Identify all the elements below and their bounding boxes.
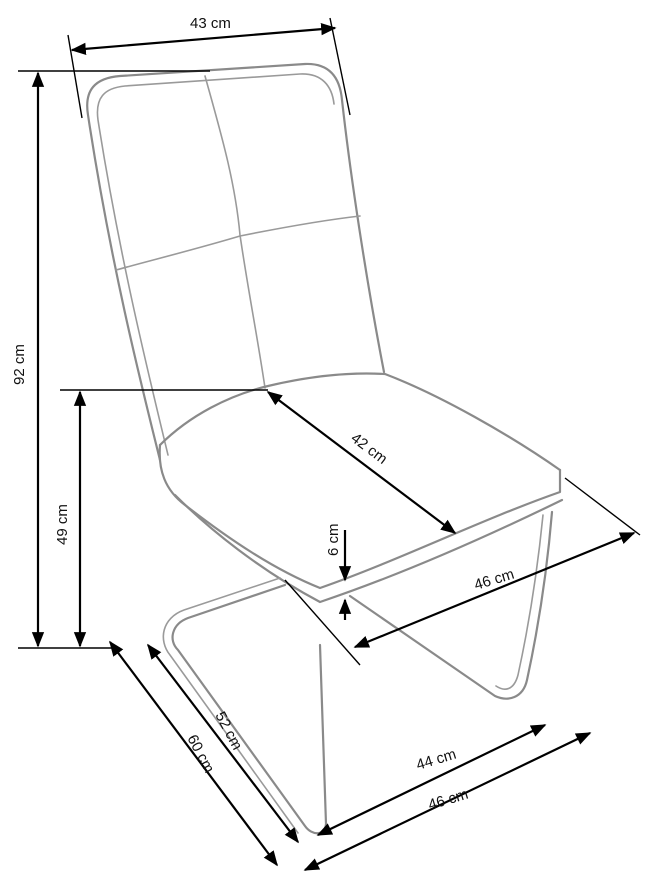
label-seat-thickness: 6 cm <box>325 523 342 556</box>
dimension-lines <box>18 17 641 871</box>
backrest-horizontal-seam <box>115 215 361 271</box>
frame-right-leg <box>348 510 554 700</box>
dim-43-ext-left <box>67 34 83 119</box>
backrest-vertical-seam <box>204 75 266 389</box>
dim-42-arrow <box>266 391 457 534</box>
seat-front-outline <box>158 443 562 590</box>
dim-46-seat-arrow <box>353 531 636 649</box>
backrest-outline <box>86 62 386 462</box>
frame-right-leg-inner <box>495 514 544 690</box>
dim-46-base-arrow <box>303 732 592 871</box>
dim-46-seat-ext-right <box>564 477 641 536</box>
frame-left-leg-inner <box>162 577 299 834</box>
dim-60-arrow <box>109 640 278 867</box>
backrest-inner-outline <box>96 73 335 456</box>
label-total-width: 46 cm <box>426 786 470 814</box>
label-base-depth: 52 cm <box>211 709 245 753</box>
dim-46-seat-ext-left <box>284 579 361 666</box>
dim-44-arrow <box>316 724 547 836</box>
label-seat-height: 49 cm <box>54 504 71 545</box>
seat-top-outline <box>158 372 562 472</box>
label-total-height: 92 cm <box>11 344 28 385</box>
label-total-depth: 60 cm <box>183 732 217 776</box>
dim-43-arrow <box>70 23 337 55</box>
dimension-labels: 43 cm 92 cm 49 cm 42 cm 6 cm 46 cm 52 cm… <box>11 15 516 814</box>
chair-drawing <box>86 62 564 835</box>
label-backrest-width: 43 cm <box>190 15 231 32</box>
dim-52-arrow <box>147 643 299 844</box>
label-seat-depth: 42 cm <box>348 430 391 468</box>
